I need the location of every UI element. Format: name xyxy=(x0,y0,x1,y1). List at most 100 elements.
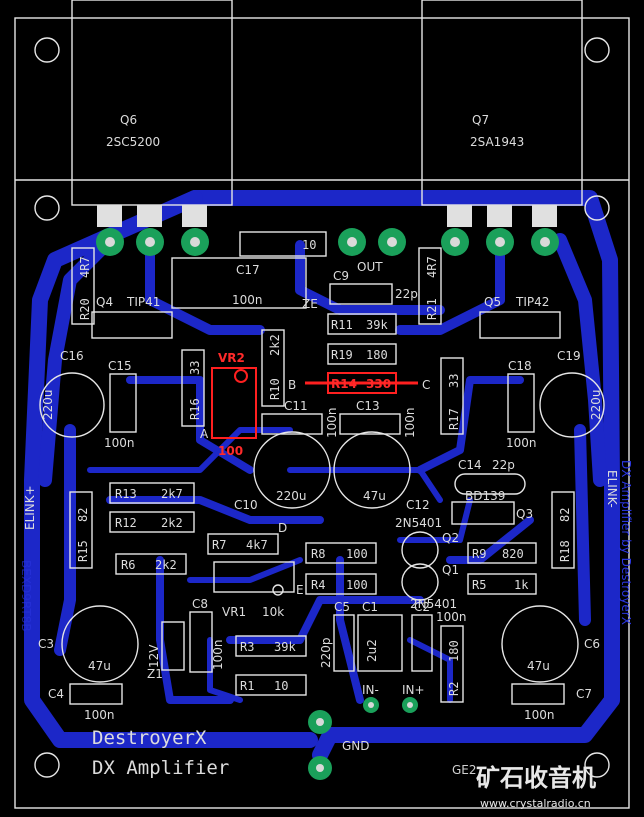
c2-value: 100n xyxy=(436,610,467,624)
capacitor-c2: C2 100n xyxy=(411,600,467,672)
c16-name: C16 xyxy=(60,349,84,363)
c15-value: 100n xyxy=(104,436,135,450)
r15-name: R15 xyxy=(76,540,90,562)
c-label: C xyxy=(422,378,430,392)
r17-value: 33 xyxy=(447,374,461,388)
elink-minus-label: ELINK- xyxy=(605,470,619,508)
resistor-r18: R18 82 xyxy=(551,491,575,569)
capacitor-c6: C6 47u xyxy=(501,605,600,683)
out-label: OUT xyxy=(357,260,383,274)
elink-plus-label: ELINK+ xyxy=(23,485,37,530)
vr1-value: 10k xyxy=(262,605,284,619)
input-pins: IN- IN+ xyxy=(362,683,425,713)
q2-value: 2N5401 xyxy=(395,516,442,530)
r14-value: 330 xyxy=(366,377,391,391)
r12-value: 2k2 xyxy=(161,516,183,530)
r21-value: 4R7 xyxy=(425,256,439,278)
r18-value: 82 xyxy=(558,508,572,522)
c4-name: C4 xyxy=(48,687,64,701)
c9-name: C9 xyxy=(333,269,349,283)
r1-name: R1 xyxy=(240,679,254,693)
resistor-r21: R21 4R7 xyxy=(418,247,442,325)
resistor-r22: 10 xyxy=(239,231,327,257)
c14-value: 22p xyxy=(492,458,515,472)
q2-name: Q2 xyxy=(442,531,459,545)
resistor-r8: R8 100 xyxy=(305,542,377,564)
power-pads xyxy=(96,228,559,256)
zener-z1: 12V Z1 xyxy=(147,621,185,681)
c2-name: C2 xyxy=(414,600,430,614)
transistor-q4: Q4 TIP41 xyxy=(91,295,173,339)
mirrored-bottom-text: GE2 xyxy=(452,763,477,777)
board-title-line2: DX Amplifier xyxy=(92,757,229,779)
resistor-r19: R19 180 xyxy=(327,343,397,365)
resistor-r3: R3 39k xyxy=(235,635,307,657)
capacitor-c12: C12 47u xyxy=(333,431,430,512)
r11-name: R11 xyxy=(331,318,353,332)
mounting-holes xyxy=(34,37,610,778)
c15-name: C15 xyxy=(108,359,132,373)
r5-name: R5 xyxy=(472,578,486,592)
resistor-r12: R12 2k2 xyxy=(109,511,195,533)
c7-name: C7 xyxy=(576,687,592,701)
c18-value: 100n xyxy=(506,436,537,450)
in-minus-label: IN- xyxy=(362,683,379,697)
c5-name: C5 xyxy=(334,600,350,614)
r2-value: 180 xyxy=(447,640,461,662)
resistor-r6: R6 2k2 xyxy=(115,553,187,575)
r15-value: 82 xyxy=(76,508,90,522)
capacitor-c4: C4 100n xyxy=(48,683,123,722)
q4-value: TIP41 xyxy=(126,295,160,309)
capacitor-c7: C7 100n xyxy=(511,683,592,722)
r3-value: 39k xyxy=(274,640,296,654)
c11-value: 100n xyxy=(325,407,339,438)
q4-name: Q4 xyxy=(96,295,113,309)
vr2-name: VR2 xyxy=(218,351,245,365)
capacitor-c8: C8 100n xyxy=(189,597,225,673)
c12-name: C12 xyxy=(406,498,430,512)
c7-value: 100n xyxy=(524,708,555,722)
r10-name: R10 xyxy=(268,378,282,400)
vr2-value: 100 xyxy=(218,444,243,458)
c6-name: C6 xyxy=(584,637,600,651)
z1-name: Z1 xyxy=(147,667,163,681)
mirrored-left-text: BEXD9RT8B xyxy=(19,560,33,632)
c3-value: 47u xyxy=(88,659,111,673)
c10-value: 220u xyxy=(276,489,307,503)
r22-value: 10 xyxy=(302,238,316,252)
transistor-q5: Q5 TIP42 xyxy=(479,295,561,339)
capacitor-c5: C5 220p xyxy=(319,600,355,672)
r5-value: 1k xyxy=(514,578,529,592)
q3-value: BD139 xyxy=(465,489,505,503)
transistor-q6: Q6 2SC5200 xyxy=(71,0,233,227)
a-label: A xyxy=(200,427,209,441)
resistor-r10: R10 2k2 xyxy=(261,329,285,407)
r4-value: 100 xyxy=(346,578,368,592)
r6-name: R6 xyxy=(121,558,135,572)
transistor-q7: Q7 2SA1943 xyxy=(421,0,583,227)
c17-name: C17 xyxy=(236,263,260,277)
r13-value: 2k7 xyxy=(161,487,183,501)
resistor-r14: R14 330 xyxy=(305,372,418,394)
transistor-q2: 2N5401 Q2 xyxy=(395,516,459,569)
r6-value: 2k2 xyxy=(155,558,177,572)
c17-value: 100n xyxy=(232,293,263,307)
r19-value: 180 xyxy=(366,348,388,362)
capacitor-c19: C19 220u xyxy=(539,349,605,438)
r16-value: 33 xyxy=(188,361,202,375)
c6-value: 47u xyxy=(527,659,550,673)
capacitor-c15: C15 100n xyxy=(104,359,137,450)
c8-name: C8 xyxy=(192,597,208,611)
resistor-r16: R16 33 xyxy=(181,349,205,427)
r8-value: 100 xyxy=(346,547,368,561)
r19-name: R19 xyxy=(331,348,353,362)
r1-value: 10 xyxy=(274,679,288,693)
r13-name: R13 xyxy=(115,487,137,501)
resistor-r2: R2 180 xyxy=(440,625,464,703)
r11-value: 39k xyxy=(366,318,388,332)
resistor-r11: R11 39k xyxy=(327,313,397,335)
c8-value: 100n xyxy=(211,639,225,670)
capacitor-c16: C16 220u xyxy=(39,349,105,438)
ze-label: ZE xyxy=(302,297,318,311)
c10-name: C10 xyxy=(234,498,258,512)
